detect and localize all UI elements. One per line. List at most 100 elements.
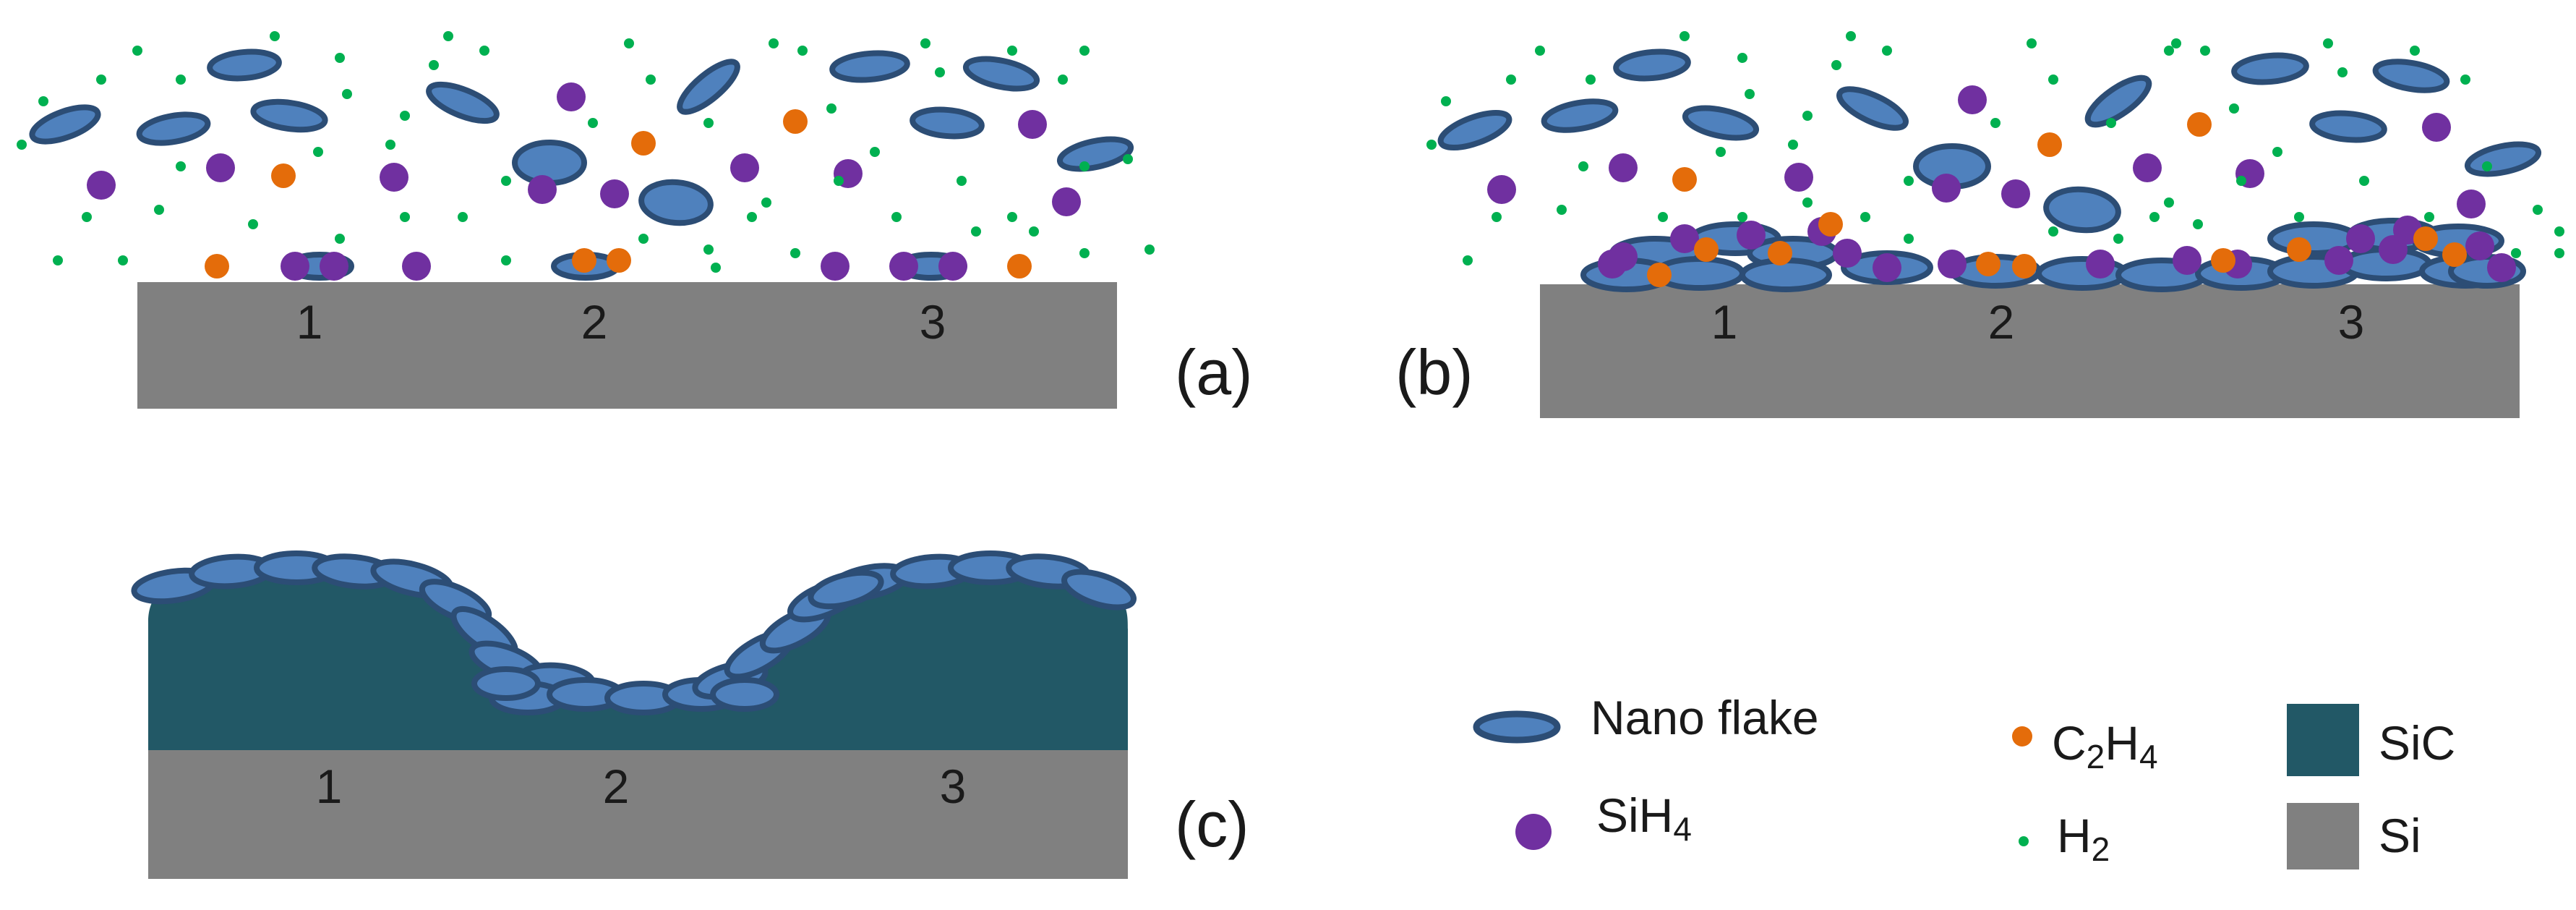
sih4-molecule [1938,250,1967,278]
sih4-molecule [1598,250,1627,278]
h2-molecule [443,31,453,41]
nano-flake [710,677,779,712]
nano-flake [2464,141,2542,177]
c2h4-molecule [1818,212,1843,237]
h2-molecule [2294,212,2304,222]
h2-molecule [2229,103,2239,114]
sih4-molecule [1784,163,1813,192]
c2h4-molecule [1976,252,2001,276]
nano-flake [2084,75,2152,128]
h2-molecule [342,89,352,99]
h2-molecule [385,140,395,150]
h2-molecule [2323,38,2333,48]
c2h4-molecule [2211,248,2235,273]
sih4-molecule [528,175,557,204]
h2-molecule [891,212,902,222]
h2-molecule [2048,75,2058,85]
nano-flake [1682,105,1760,141]
h2-molecule [96,75,106,85]
c2h4-molecule [607,248,631,273]
h2-molecule [1441,96,1451,106]
nano-flake [638,179,714,226]
nano-flake [1541,98,1619,133]
sih4-dot-icon [1515,814,1552,850]
h2-molecule [826,103,836,114]
nano-flake [136,111,211,146]
sih4-molecule [2487,253,2516,282]
site-label-3: 3 [2338,295,2365,349]
h2-molecule [1079,248,1090,258]
nano-flake [471,666,541,701]
h2-molecule [2424,212,2434,222]
legend-sih4: SiH4 [1515,788,1692,850]
sih4-molecule [87,171,116,200]
c2h4-molecule [783,109,808,134]
h2-molecule [1990,118,2001,128]
sih4-molecule [206,153,235,182]
h2-molecule [2027,38,2037,48]
h2-molecule [270,31,280,41]
h2-molecule [1788,140,1798,150]
sih4-molecule [1873,253,1901,282]
legend-label-sih4: SiH4 [1596,788,1692,848]
sih4-molecule [2422,113,2451,142]
h2-molecule [313,147,323,157]
nano-flake [962,56,1040,92]
c2h4-molecule [2442,242,2467,267]
nano-flake [1061,569,1137,611]
sih4-molecule [821,252,850,281]
site-label-1: 1 [1711,295,1738,349]
c2h4-molecule [2287,237,2311,262]
sih4-molecule [1018,110,1047,139]
legend-si: Si [2287,803,2421,869]
h2-molecule [400,111,410,121]
h2-molecule [935,67,945,77]
h2-molecule [2164,197,2174,208]
sih4-molecule [1932,174,1961,203]
site-label-2: 2 [581,295,608,349]
h2-molecule [1882,46,1892,56]
sih4-molecule [2173,246,2201,275]
h2-molecule [2482,161,2492,171]
h2-dot-icon [2019,836,2029,846]
legend-label-sic: SiC [2379,716,2455,770]
h2-molecule [458,212,468,222]
sih4-molecule [938,252,967,281]
panel-a-particles [17,31,1155,281]
h2-molecule [1831,60,1841,70]
sih4-molecule [402,252,431,281]
h2-molecule [2460,75,2470,85]
h2-molecule [870,147,880,157]
h2-molecule [2554,226,2564,237]
h2-molecule [2337,67,2348,77]
h2-molecule [400,212,410,222]
h2-molecule [2164,46,2174,56]
c2h4-molecule [1768,241,1792,265]
panel-label-c: (c) [1175,788,1249,860]
h2-molecule [703,244,714,255]
h2-molecule [1679,31,1690,41]
h2-molecule [1007,212,1017,222]
sih4-molecule [730,153,759,182]
h2-molecule [335,53,345,63]
legend-h2: H2 [2019,809,2110,868]
h2-molecule [1658,212,1668,222]
nano-flake [2372,59,2450,93]
nano-flake-icon [1473,710,1561,744]
h2-molecule [1586,75,1596,85]
h2-molecule [1007,46,1017,56]
c2h4-molecule [1672,167,1697,192]
h2-molecule [797,46,808,56]
h2-molecule [2272,147,2282,157]
sih4-molecule [2346,224,2375,253]
nano-flake [426,81,500,124]
h2-molecule [176,161,186,171]
panel-b-particles [1426,31,2564,292]
c2h4-molecule [1647,263,1672,287]
h2-molecule [1557,205,1567,215]
nano-flake [808,569,884,610]
h2-molecule [1737,212,1747,222]
h2-molecule [2149,212,2160,222]
site-label-1: 1 [316,760,343,813]
